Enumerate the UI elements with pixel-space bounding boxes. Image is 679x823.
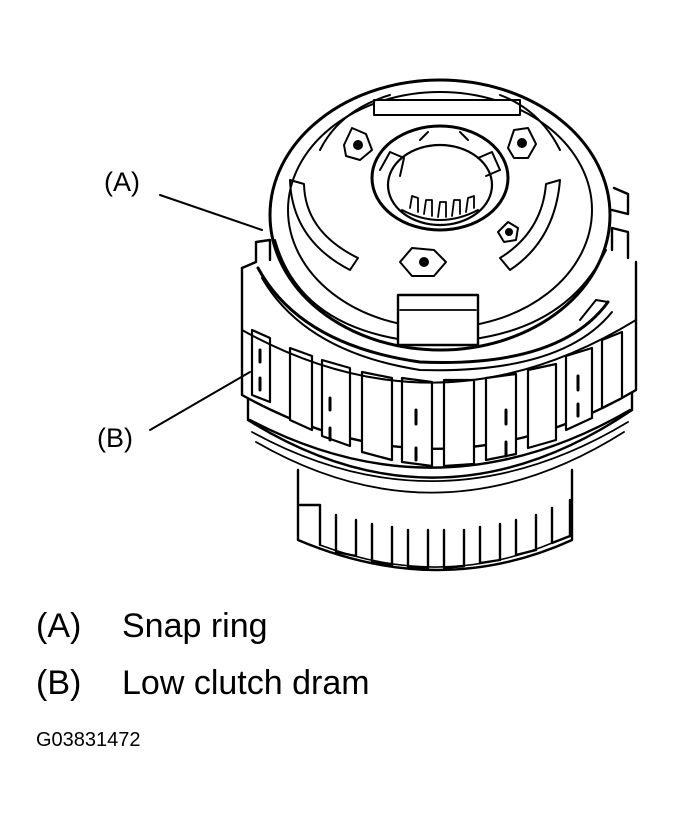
low-clutch-drum-illustration [149,78,638,572]
legend-tag: (A) [36,607,82,645]
legend-row-low-clutch-dram: (B) Low clutch dram [36,666,370,700]
legend-label: Low clutch dram [122,664,370,702]
lower-spline-hub [296,468,574,572]
figure-id: G03831472 [36,729,141,751]
legend-label: Snap ring [122,607,268,645]
leader-line-a [159,194,263,231]
snap-ring [256,266,613,372]
legend-row-snap-ring: (A) Snap ring [36,609,268,643]
callout-label-b: (B) [97,423,133,453]
center-hub [370,124,510,232]
callout-label-a: (A) [104,167,140,197]
spring-mounts [343,127,537,277]
legend-tag: (B) [36,664,82,702]
leader-line-b [149,371,251,431]
